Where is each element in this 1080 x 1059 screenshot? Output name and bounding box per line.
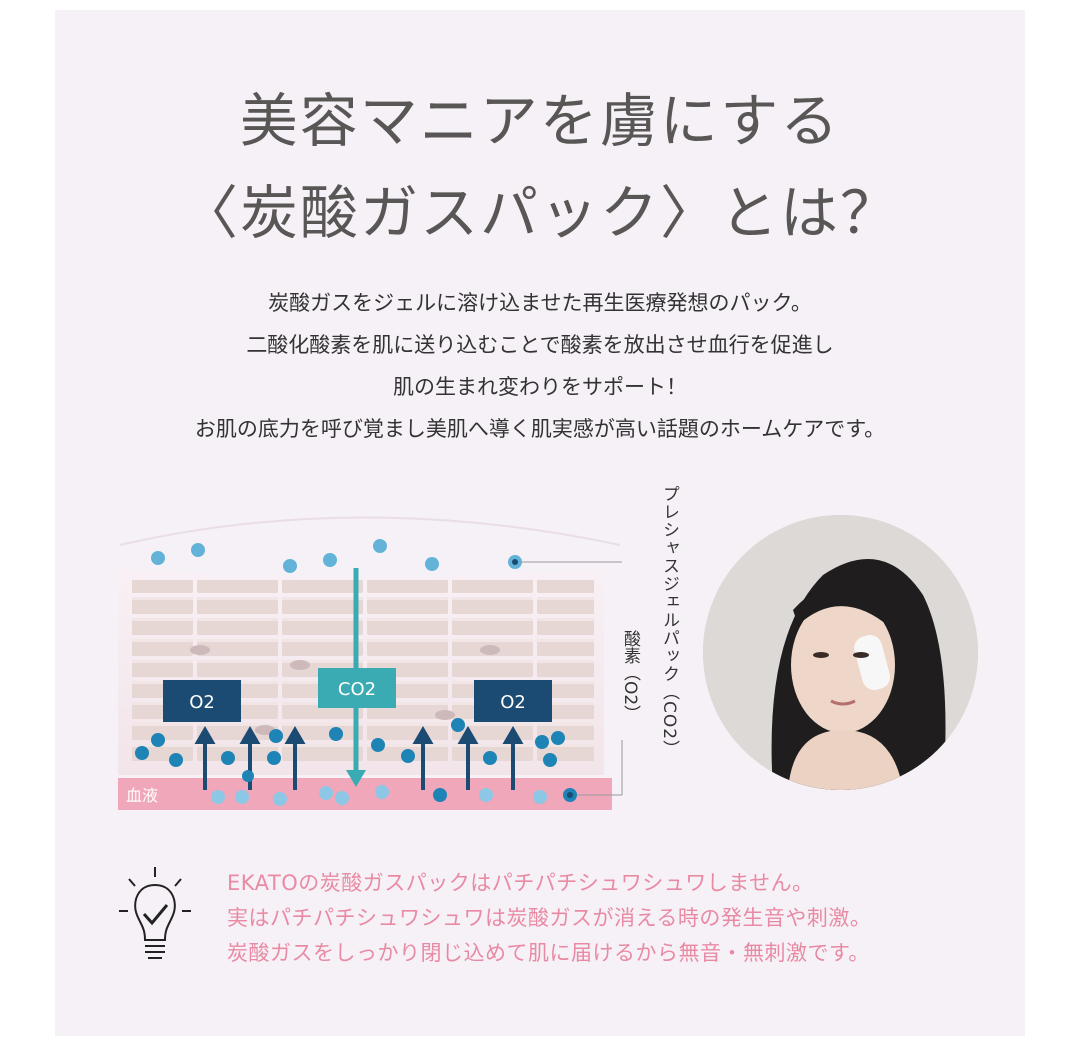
description-line: 二酸化酸素を肌に送り込むことで酸素を放出させ血行を促進し [246,333,834,357]
co2-box [318,668,396,708]
description-line: 炭酸ガスをジェルに溶け込ませた再生医療発想のパック。 [268,291,812,315]
description-line: お肌の底力を呼び覚まし美肌へ導く肌実感が高い話題のホームケアです。 [194,417,886,441]
skin-diagram: 血液 CO2 O2 O2 [118,516,623,810]
blood-label: 血液 [126,786,158,805]
gel-pack-label: プレシャスジェルパック（CO2） [659,485,679,759]
blood-band [118,778,612,810]
o2-box-left [163,680,241,722]
o2-label-right: O2 [500,692,526,713]
oxygen-label: 酸素（O2） [620,630,640,723]
note-line: 炭酸ガスをしっかり閉じ込めて肌に届けるから無音・無刺激です。 [227,941,870,965]
co2-label: CO2 [338,679,376,700]
o2-box-right [474,680,552,722]
note-line: 実はパチパチシュワシュワは炭酸ガスが消える時の発生音や刺激。 [227,906,872,930]
headline: 美容マニアを虜にする 〈炭酸ガスパック〉とは？ [55,75,1025,259]
model-photo [703,515,978,790]
note-text: EKATOの炭酸ガスパックはパチパチシュワシュワしません。 実はパチパチシュワシ… [227,866,871,971]
headline-line-1: 美容マニアを虜にする [239,87,841,155]
o2-label-left: O2 [189,692,215,713]
note-line: EKATOの炭酸ガスパックはパチパチシュワシュワしません。 [227,871,814,895]
headline-line-2: 〈炭酸ガスパック〉とは？ [179,179,900,247]
description: 炭酸ガスをジェルに溶け込ませた再生医療発想のパック。 二酸化酸素を肌に送り込むこ… [55,282,1025,450]
infographic-panel: 美容マニアを虜にする 〈炭酸ガスパック〉とは？ 炭酸ガスをジェルに溶け込ませた再… [55,10,1025,1036]
lightbulb-check-icon [119,867,191,959]
gel-layer-outline [119,516,621,546]
description-line: 肌の生まれ変わりをサポート！ [393,375,687,399]
